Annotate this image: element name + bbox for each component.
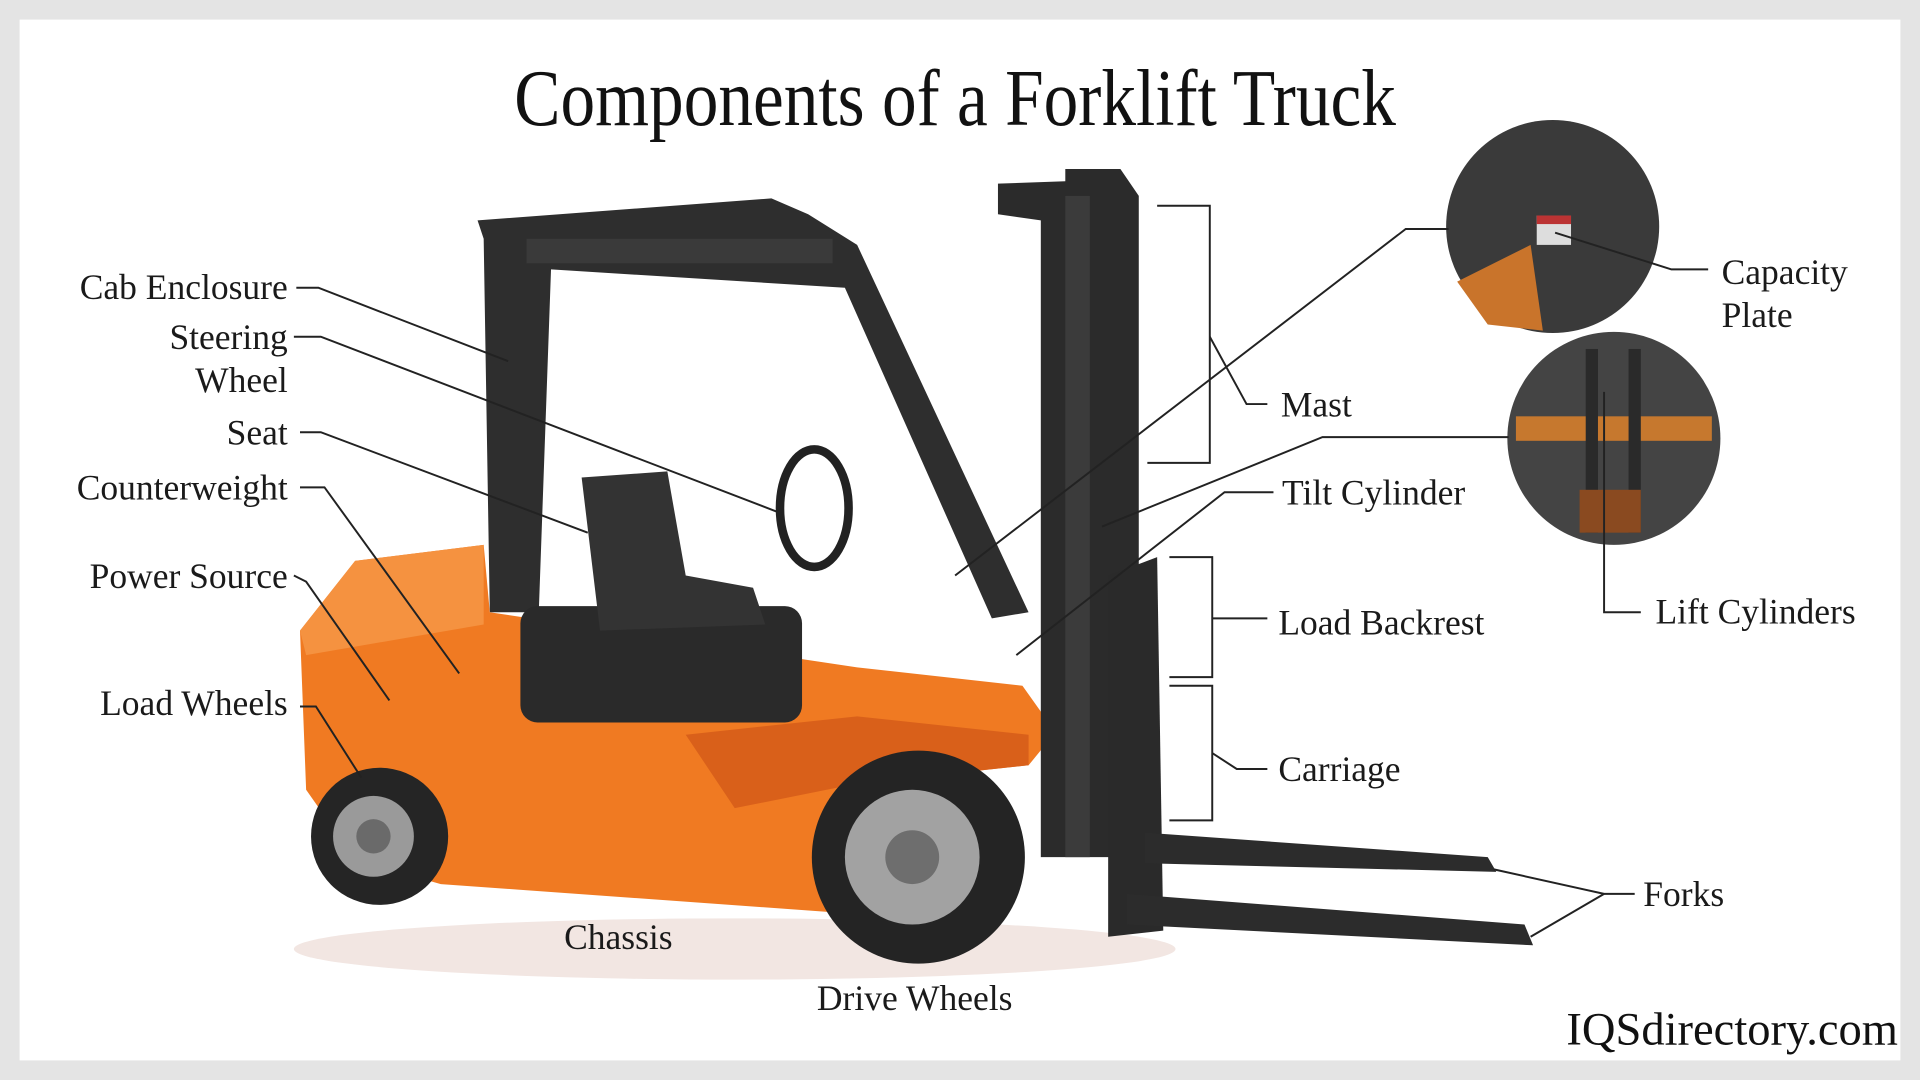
label-mast: Mast: [1281, 384, 1352, 424]
label-steering-wheel-line1: Steering: [169, 317, 288, 357]
label-power-source: Power Source: [90, 556, 288, 596]
label-load-wheels: Load Wheels: [100, 683, 288, 723]
leader-lines: [293, 204, 1709, 938]
label-counterweight: Counterweight: [77, 468, 288, 508]
label-seat: Seat: [227, 412, 288, 452]
label-capacity-plate-line2: Plate: [1722, 295, 1793, 335]
label-load-backrest: Load Backrest: [1278, 602, 1484, 642]
page-title: Components of a Forklift Truck: [514, 54, 1396, 143]
label-steering-wheel-line2: Wheel: [195, 360, 288, 400]
label-capacity-plate-line1: Capacity: [1722, 252, 1848, 292]
label-forks: Forks: [1643, 874, 1724, 914]
lift-cylinders-inset: [1507, 331, 1721, 545]
forklift-illustration: [293, 168, 1534, 980]
label-chassis: Chassis: [564, 917, 673, 957]
capacity-plate-inset: [1446, 120, 1660, 334]
label-drive-wheels: Drive Wheels: [817, 978, 1013, 1018]
label-tilt-cylinder: Tilt Cylinder: [1282, 472, 1465, 512]
label-carriage: Carriage: [1278, 749, 1400, 789]
brand-watermark: IQSdirectory.com: [1566, 1004, 1898, 1055]
label-cab-enclosure: Cab Enclosure: [80, 267, 288, 307]
label-lift-cylinders: Lift Cylinders: [1656, 591, 1856, 631]
